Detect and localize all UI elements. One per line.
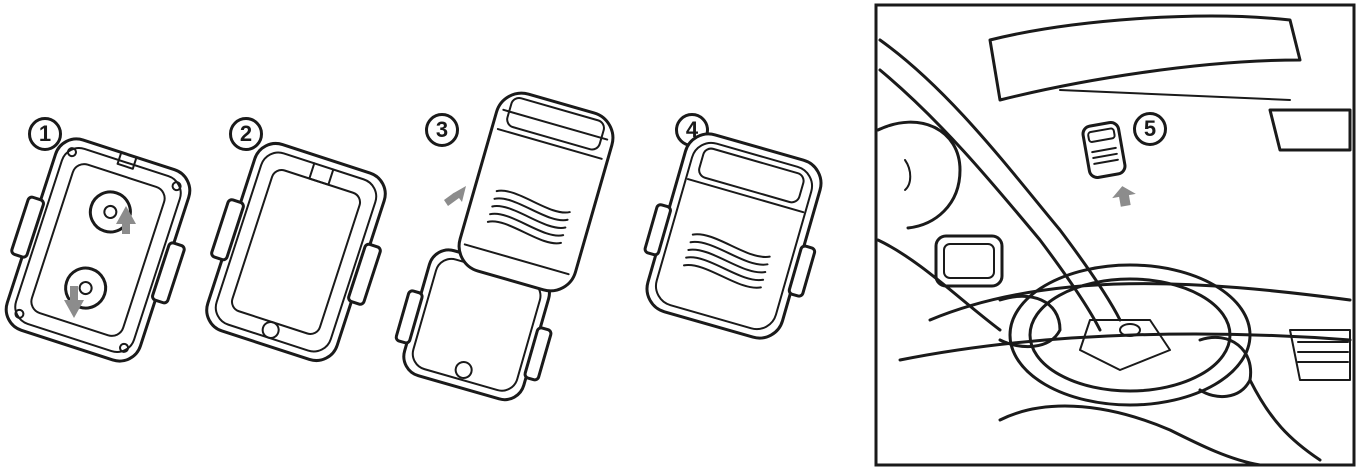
mounted-device	[1082, 121, 1126, 178]
step-5-number: 5	[1144, 116, 1156, 142]
step-5-label: 5	[1133, 112, 1167, 146]
